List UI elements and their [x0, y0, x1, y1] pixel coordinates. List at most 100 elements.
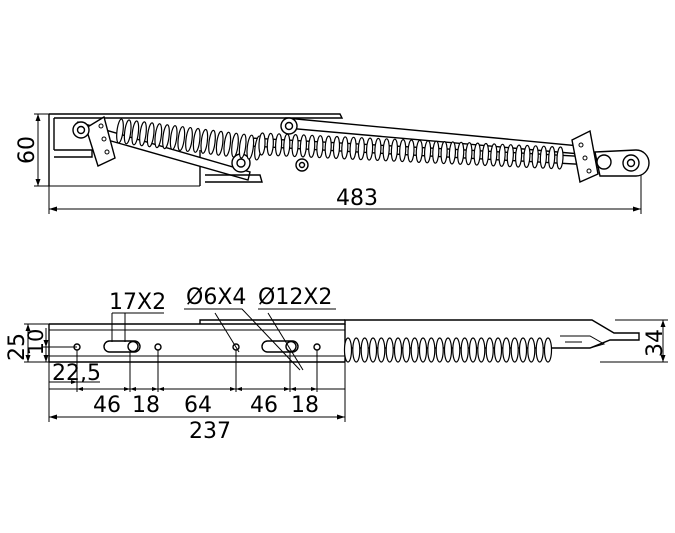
- spring-coil: [116, 118, 124, 144]
- spring-coil: [192, 127, 201, 153]
- spring-coil: [506, 144, 514, 168]
- spring-coil: [457, 141, 465, 165]
- spring-coil: [377, 337, 386, 363]
- base-plate: [48, 113, 344, 186]
- spring-coil: [146, 122, 155, 148]
- spring-coil: [399, 139, 407, 163]
- spring-coil: [539, 145, 548, 169]
- spring-coil: [177, 126, 186, 152]
- spring-coil: [435, 337, 444, 363]
- spring-coil: [185, 126, 193, 153]
- spring-coil: [169, 125, 178, 151]
- spring-coil: [477, 337, 486, 363]
- spring-coil: [465, 142, 473, 166]
- spring-coil: [223, 131, 232, 157]
- spring-coil: [123, 119, 132, 145]
- spring-coil: [393, 337, 403, 363]
- spring-coil: [238, 133, 247, 159]
- length-dimension: 483: [48, 120, 642, 214]
- callouts: 17X2 Ø6X4 Ø12X2: [109, 285, 336, 371]
- height-34-dimension: 34: [600, 319, 668, 363]
- spring-coil: [407, 139, 415, 163]
- spring-coil: [460, 337, 469, 363]
- spring-coil: [452, 337, 461, 363]
- spring-coil: [440, 141, 448, 165]
- spring-coil: [332, 135, 341, 160]
- slot-callout: 17X2: [109, 290, 166, 315]
- spring-coil: [443, 337, 453, 363]
- spring-coil: [208, 129, 216, 155]
- dim-18-b: 18: [291, 393, 319, 418]
- dim-18-a: 18: [132, 393, 160, 418]
- spring-coil: [341, 136, 349, 160]
- spring-coil: [498, 143, 506, 167]
- spring-long: [258, 132, 564, 170]
- dim-46-b: 46: [250, 393, 278, 418]
- spring-coil: [139, 121, 147, 147]
- spring-coil: [291, 134, 299, 158]
- spring-coil: [215, 130, 224, 156]
- spring-coil: [423, 140, 432, 164]
- spring-coil: [385, 337, 394, 363]
- spring-coil: [473, 142, 481, 166]
- dim-64: 64: [184, 393, 212, 418]
- spring-coil: [448, 141, 457, 165]
- spring-coil: [162, 124, 170, 150]
- spring-coil: [368, 337, 378, 363]
- height-dim-label: 60: [15, 136, 40, 164]
- spring-coil: [510, 337, 519, 363]
- spring-coil: [415, 139, 423, 163]
- spring-upper-left: [116, 118, 262, 161]
- spring-coil: [283, 133, 291, 157]
- dim-34: 34: [643, 329, 668, 357]
- spring-coil: [514, 144, 523, 168]
- spring-coil: [349, 136, 357, 160]
- dim-22-5: 22,5: [52, 361, 101, 386]
- height-dimension: 60: [15, 113, 200, 187]
- spring-side: [343, 337, 553, 363]
- spring-coil: [481, 142, 490, 167]
- large-hole-callout: Ø12X2: [258, 285, 332, 310]
- spring-coil: [131, 120, 140, 146]
- dim-46-a: 46: [93, 393, 121, 418]
- top-view: 60 483: [15, 113, 650, 214]
- mounting-rail: [48, 319, 640, 363]
- spring-coil: [543, 337, 553, 363]
- spring-coil: [523, 144, 531, 168]
- dim-237: 237: [189, 419, 231, 444]
- spring-coil: [418, 337, 428, 363]
- spring-coil: [518, 337, 528, 363]
- spring-coil: [535, 337, 544, 363]
- spring-coil: [502, 337, 511, 363]
- horizontal-dimensions: 22,5 46 18 64 46 18 237: [48, 350, 346, 444]
- spring-coil: [360, 337, 369, 363]
- right-bracket: [571, 129, 650, 183]
- length-dim-label: 483: [336, 186, 378, 211]
- spring-coil: [468, 337, 478, 363]
- spring-coil: [357, 137, 365, 161]
- spring-coil: [308, 134, 316, 158]
- spring-coil: [246, 134, 255, 160]
- mounting-slots: [103, 340, 299, 353]
- spring-coil: [343, 337, 353, 363]
- vertical-dimensions: 25 10: [5, 323, 77, 363]
- spring-coil: [531, 145, 539, 169]
- spring-coil: [154, 123, 163, 149]
- side-view: 17X2 Ø6X4 Ø12X2 25 10: [5, 285, 668, 444]
- spring-coil: [402, 337, 411, 363]
- left-bracket: [72, 115, 116, 167]
- spring-coil: [490, 143, 498, 167]
- spring-coil: [316, 135, 324, 159]
- spring-coil: [200, 128, 209, 154]
- spring-coil: [432, 140, 440, 164]
- spring-coil: [299, 134, 308, 158]
- spring-coil: [390, 138, 399, 162]
- spring-coil: [382, 138, 390, 162]
- spring-coil: [352, 337, 361, 363]
- spring-coil: [548, 146, 556, 170]
- spring-coil: [274, 133, 283, 157]
- dim-25: 25: [5, 333, 30, 361]
- small-hole-callout: Ø6X4: [186, 285, 246, 310]
- spring-coil: [324, 135, 332, 159]
